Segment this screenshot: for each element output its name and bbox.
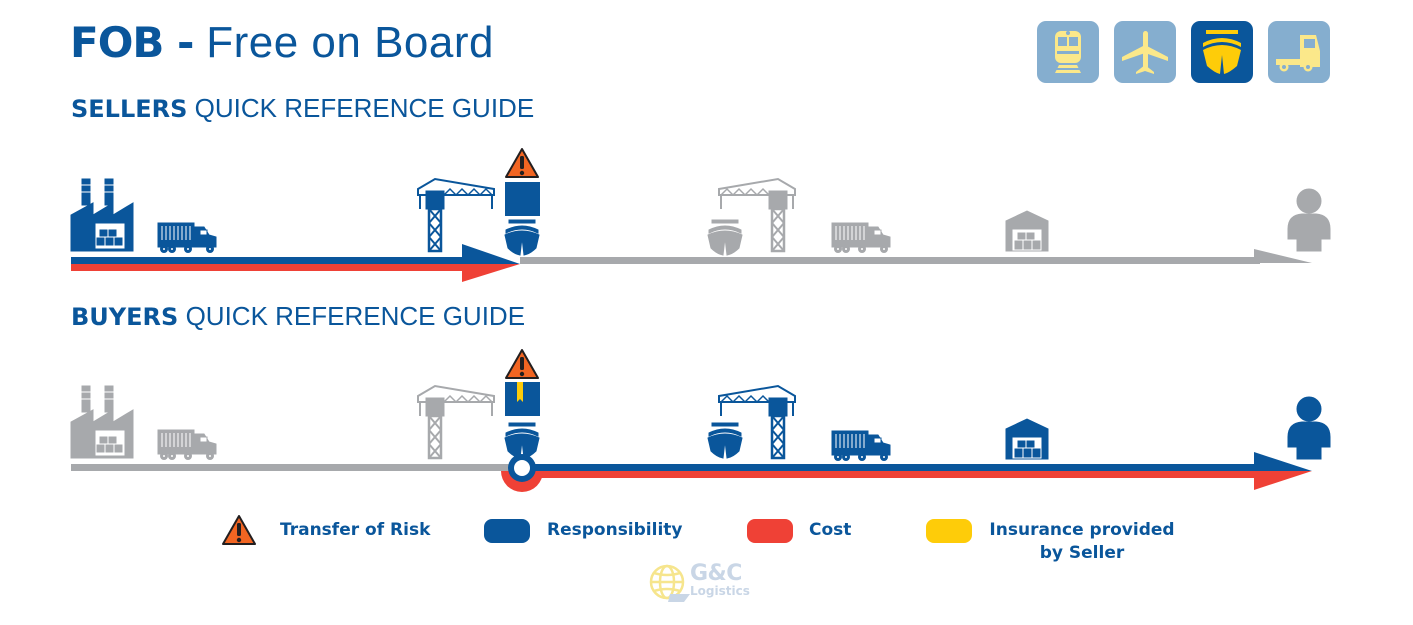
mode-road-button[interactable]: [1268, 21, 1330, 83]
sellers-inactive-arrowhead: [1254, 249, 1312, 263]
title-light: Free on Board: [206, 18, 494, 67]
ship-icon: [707, 422, 743, 459]
buyers-label-light: QUICK REFERENCE GUIDE: [185, 301, 526, 331]
truck-icon: [831, 430, 891, 461]
warehouse-icon: [1005, 210, 1049, 252]
truck-icon: [157, 429, 217, 460]
mode-sea-button[interactable]: [1191, 21, 1253, 83]
buyers-inactive-line: [71, 464, 516, 471]
sellers-guide-heading: SELLERS QUICK REFERENCE GUIDE: [71, 93, 534, 124]
legend-responsibility-swatch: [484, 519, 530, 543]
legend-insurance-swatch: [926, 519, 972, 543]
legend-risk-label: Transfer of Risk: [280, 520, 431, 540]
logo-globe-icon: [649, 564, 685, 600]
sellers-row: [70, 148, 1331, 282]
logo-swoosh: [668, 594, 690, 602]
buyer-person-icon: [1287, 188, 1331, 252]
mode-air-button[interactable]: [1114, 21, 1176, 83]
train-icon: [1053, 31, 1083, 73]
buyers-row: [70, 349, 1331, 492]
legend-cost-label: Cost: [809, 520, 852, 540]
company-logo: G&C Logistics: [690, 561, 750, 598]
cargo-box-icon: [505, 182, 540, 216]
truck-icon: [1276, 35, 1320, 72]
sellers-label-light: QUICK REFERENCE GUIDE: [194, 93, 535, 123]
sellers-responsibility-arrowhead: [462, 244, 520, 264]
buyers-cost-line: [522, 471, 1258, 478]
sellers-cost-arrowhead: [462, 264, 520, 282]
crane-icon: [416, 384, 496, 460]
page-title: FOB - Free on Board: [70, 18, 494, 68]
buyer-person-icon: [1287, 396, 1331, 460]
sellers-inactive-line: [520, 257, 1260, 264]
ship-icon: [1203, 30, 1241, 74]
legend-insurance-label: Insurance provided by Seller: [989, 520, 1175, 563]
legend-insurance-line1: Insurance provided: [989, 520, 1175, 540]
truck-icon: [831, 222, 891, 253]
airplane-icon: [1122, 31, 1168, 74]
title-bold: FOB -: [70, 18, 194, 67]
buyers-label-bold: BUYERS: [71, 303, 179, 331]
insurance-ribbon-icon: [517, 382, 523, 402]
ship-icon: [504, 219, 540, 256]
sellers-cost-line: [71, 264, 467, 271]
truck-icon: [157, 222, 217, 253]
transfer-point-center: [514, 460, 530, 476]
mode-rail-button[interactable]: [1037, 21, 1099, 83]
buyers-responsibility-line: [522, 464, 1258, 471]
crane-icon: [416, 177, 496, 253]
factory-icon: [70, 385, 134, 459]
buyers-responsibility-arrowhead: [1254, 452, 1312, 471]
legend-risk-icon: [222, 515, 256, 545]
factory-icon: [70, 178, 134, 252]
warning-icon: [505, 349, 539, 379]
sellers-responsibility-line: [71, 257, 467, 264]
ship-icon: [707, 219, 743, 256]
warning-icon: [505, 148, 539, 178]
sellers-label-bold: SELLERS: [71, 95, 188, 123]
legend-responsibility-label: Responsibility: [547, 520, 683, 540]
warehouse-icon: [1005, 418, 1049, 460]
legend-cost-swatch: [747, 519, 793, 543]
logo-line2: Logistics: [690, 584, 750, 598]
buyers-cost-arrowhead: [1254, 471, 1312, 490]
legend-insurance-line2: by Seller: [1039, 543, 1125, 563]
buyers-guide-heading: BUYERS QUICK REFERENCE GUIDE: [71, 301, 525, 332]
ship-icon: [504, 422, 540, 459]
logo-line1: G&C: [690, 561, 742, 586]
